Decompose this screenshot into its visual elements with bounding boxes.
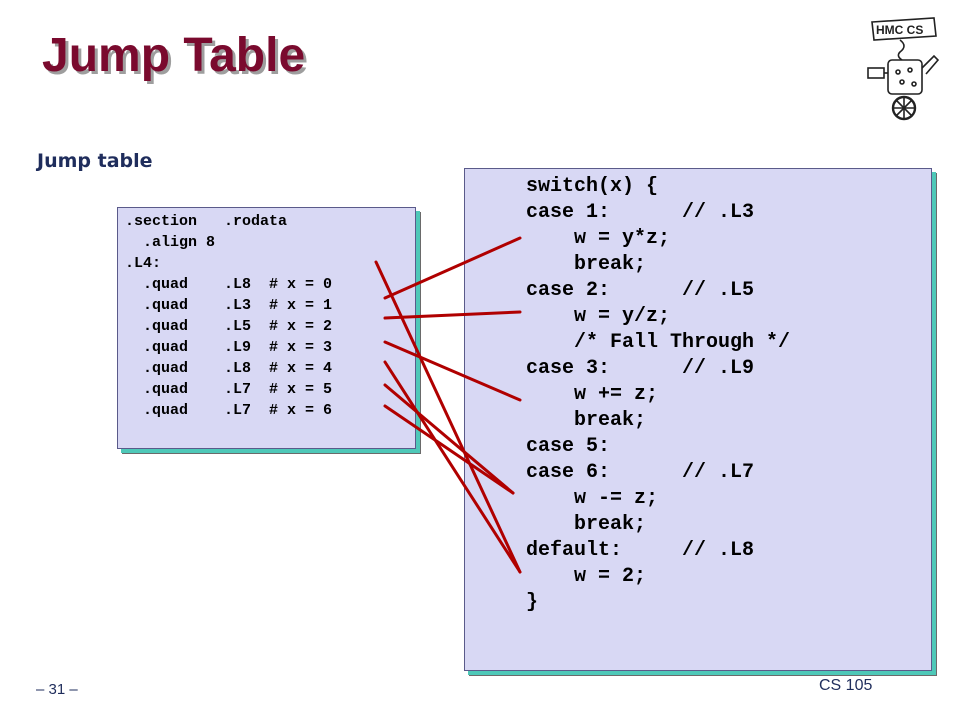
code-line: w -= z; (526, 487, 659, 510)
slide-number: – 31 – (36, 681, 78, 698)
code-line: case 5: (526, 435, 611, 458)
code-line: w = 2; (526, 565, 647, 588)
logo-right-arm (921, 54, 940, 75)
code-line: default: // .L8 (526, 539, 755, 562)
logo-dot (907, 67, 913, 73)
logo-dot (911, 81, 917, 87)
hmc-cs-logo: HMC CS (867, 17, 940, 121)
asm-line: .L4: (125, 255, 162, 272)
asm-line: .quad .L7 # x = 6 (125, 402, 333, 419)
asm-line: .quad .L9 # x = 3 (125, 339, 333, 356)
subtitle: Jump table (37, 150, 153, 172)
logo-hook (897, 39, 905, 61)
code-line: break; (526, 409, 647, 432)
course-label: CS 105 (819, 677, 873, 694)
logo-banner (871, 17, 937, 41)
logo-dot (895, 69, 901, 75)
code-line: switch(x) { (526, 175, 659, 198)
assembly-box: .section .rodata .align 8 .L4: .quad .L8… (117, 207, 416, 449)
code-line: /* Fall Through */ (526, 331, 791, 354)
code-line: w += z; (526, 383, 659, 406)
code-line: break; (526, 513, 647, 536)
logo-dot (899, 79, 905, 85)
code-line: w = y/z; (526, 305, 671, 328)
logo-text: HMC CS (876, 23, 923, 37)
asm-line: .quad .L7 # x = 5 (125, 381, 333, 398)
slide-title: Jump Table (42, 29, 306, 82)
asm-line: .section .rodata (125, 213, 288, 230)
code-line: case 6: // .L7 (526, 461, 755, 484)
code-line: case 1: // .L3 (526, 201, 755, 224)
asm-line: .align 8 (125, 234, 216, 251)
logo-left-arm (867, 67, 885, 79)
code-line: case 2: // .L5 (526, 279, 755, 302)
code-line: break; (526, 253, 647, 276)
asm-line: .quad .L3 # x = 1 (125, 297, 333, 314)
asm-line: .quad .L5 # x = 2 (125, 318, 333, 335)
code-line: w = y*z; (526, 227, 671, 250)
asm-line: .quad .L8 # x = 4 (125, 360, 333, 377)
code-line: } (526, 591, 539, 614)
switch-code-box: switch(x) { case 1: // .L3 w = y*z; brea… (464, 168, 932, 671)
logo-robot-body (887, 59, 923, 95)
code-line: case 3: // .L9 (526, 357, 755, 380)
asm-line: .quad .L8 # x = 0 (125, 276, 333, 293)
